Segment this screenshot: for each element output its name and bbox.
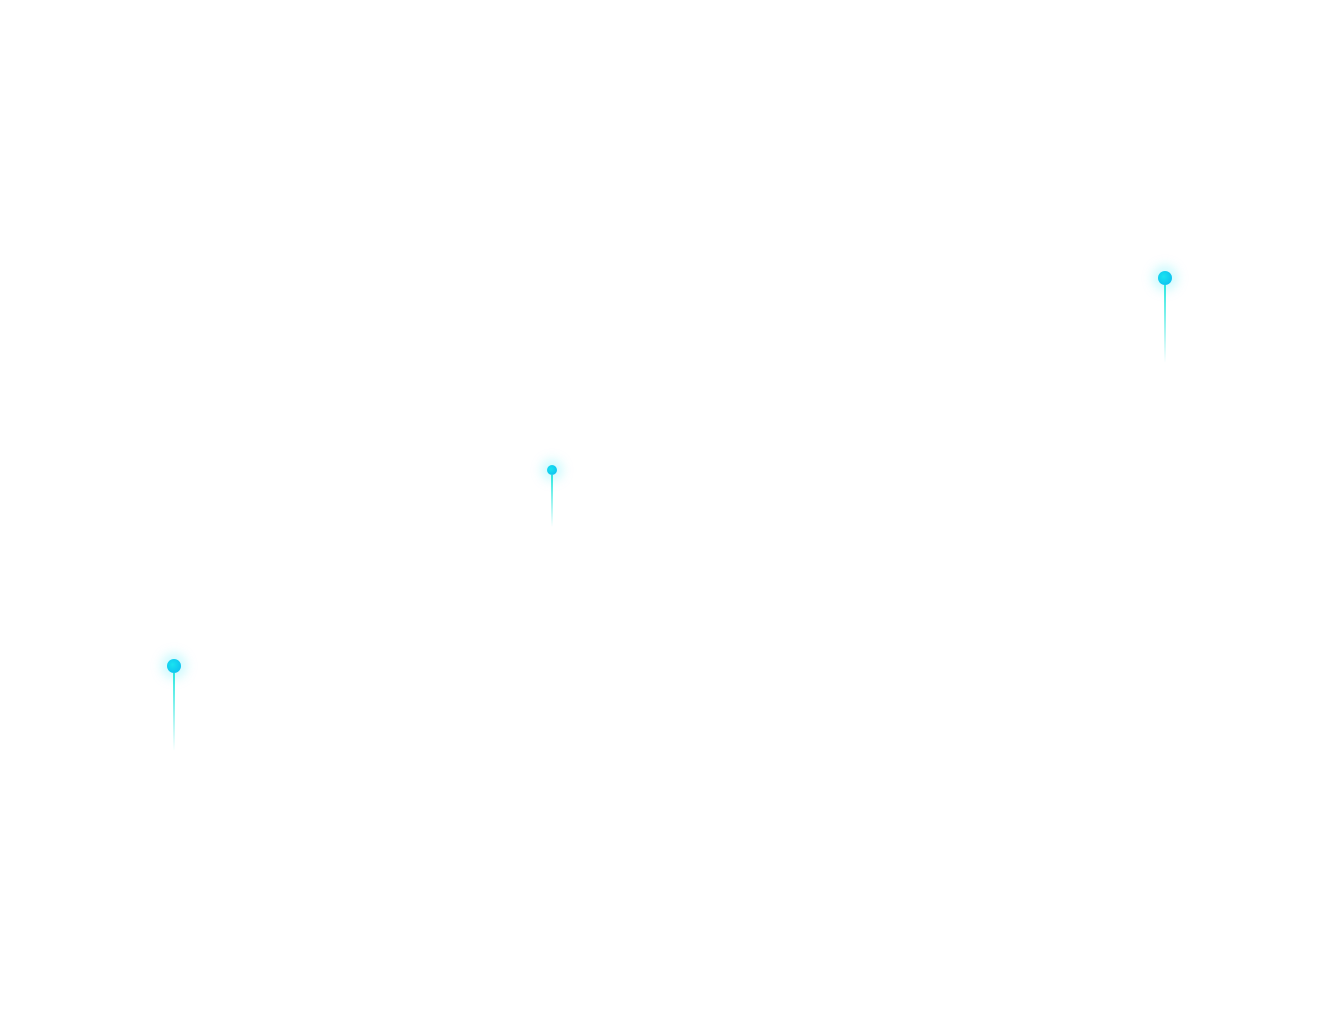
marker-stem [1164, 285, 1166, 363]
marker-dot-icon [547, 465, 557, 475]
marker-stem [551, 475, 553, 527]
marker-stem [173, 673, 175, 751]
marker-dot-icon [167, 659, 181, 673]
marker-dot-icon [1158, 271, 1172, 285]
